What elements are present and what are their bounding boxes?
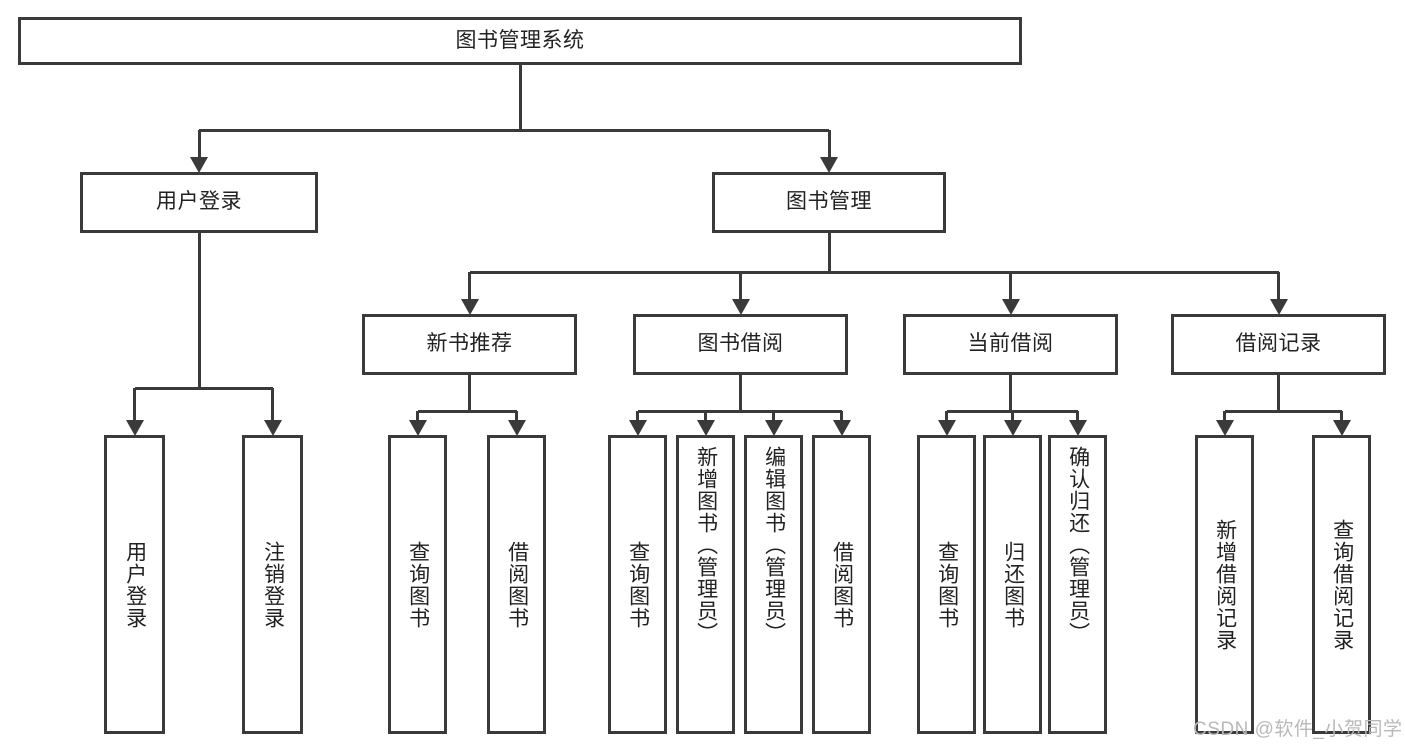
connector-trunk bbox=[1277, 375, 1280, 411]
connector-trunk bbox=[518, 65, 522, 130]
node-leaf-user-login[interactable]: 用户登录 bbox=[104, 435, 165, 734]
arrowhead-icon bbox=[937, 420, 956, 436]
arrowhead-icon bbox=[832, 420, 851, 436]
connector-branch bbox=[945, 411, 948, 421]
arrowhead-icon bbox=[731, 299, 750, 315]
arrowhead-icon bbox=[1003, 420, 1022, 436]
arrowhead-icon bbox=[1269, 299, 1288, 315]
node-label: 图书管理系统 bbox=[455, 28, 585, 52]
connector-bus bbox=[134, 386, 273, 390]
arrowhead-icon bbox=[460, 299, 479, 315]
node-leaf-edit-book-admin[interactable]: 编辑图书（管理员） bbox=[744, 435, 803, 734]
node-label: 注销登录 bbox=[261, 540, 285, 629]
connector-branch bbox=[636, 411, 639, 421]
connector-bus bbox=[469, 270, 1279, 274]
connector-branch bbox=[739, 272, 742, 300]
node-book-management[interactable]: 图书管理 bbox=[712, 172, 946, 233]
node-label: 新书推荐 bbox=[426, 332, 513, 356]
node-label: 用户登录 bbox=[156, 190, 242, 214]
connector-branch bbox=[1340, 411, 1343, 421]
connector-branch bbox=[772, 411, 775, 421]
node-leaf-query-book-current[interactable]: 查询图书 bbox=[917, 435, 976, 734]
node-label: 新增借阅记录 bbox=[1213, 518, 1237, 651]
node-leaf-return-book[interactable]: 归还图书 bbox=[983, 435, 1042, 734]
connector-branch bbox=[416, 411, 419, 421]
node-label: 图书管理 bbox=[786, 190, 872, 214]
connector-trunk bbox=[739, 375, 742, 411]
node-book-management-system[interactable]: 图书管理系统 bbox=[18, 17, 1022, 65]
arrowhead-icon bbox=[408, 420, 427, 436]
connector-bus bbox=[637, 409, 842, 413]
connector-bus bbox=[417, 409, 517, 413]
node-label: 当前借阅 bbox=[967, 332, 1054, 356]
connector-trunk bbox=[197, 233, 201, 388]
node-leaf-logout[interactable]: 注销登录 bbox=[242, 435, 303, 734]
node-leaf-borrow-book[interactable]: 借阅图书 bbox=[812, 435, 871, 734]
arrowhead-icon bbox=[125, 420, 144, 436]
node-label: 确认归还（管理员） bbox=[1066, 446, 1090, 644]
node-label: 查询借阅记录 bbox=[1330, 518, 1354, 651]
node-label: 借阅记录 bbox=[1235, 332, 1322, 356]
node-new-book-recommend[interactable]: 新书推荐 bbox=[362, 314, 577, 375]
node-label: 图书借阅 bbox=[697, 332, 784, 356]
node-label: 查询图书 bbox=[626, 540, 650, 629]
arrowhead-icon bbox=[820, 157, 838, 173]
node-label: 新增图书（管理员） bbox=[694, 446, 718, 644]
node-label: 查询图书 bbox=[406, 540, 430, 629]
connector-bus bbox=[1224, 409, 1342, 413]
node-book-borrow[interactable]: 图书借阅 bbox=[633, 314, 848, 375]
node-current-borrow[interactable]: 当前借阅 bbox=[903, 314, 1118, 375]
node-borrow-record[interactable]: 借阅记录 bbox=[1171, 314, 1386, 375]
connector-branch bbox=[271, 388, 274, 421]
node-label: 借阅图书 bbox=[830, 540, 854, 629]
connector-branch bbox=[704, 411, 707, 421]
arrowhead-icon bbox=[190, 157, 208, 173]
connector-branch bbox=[840, 411, 843, 421]
node-leaf-query-book-borrow[interactable]: 查询图书 bbox=[608, 435, 667, 734]
connector-branch bbox=[1076, 411, 1079, 421]
connector-branch bbox=[1009, 272, 1012, 300]
arrowhead-icon bbox=[507, 420, 526, 436]
node-leaf-query-book-recommend[interactable]: 查询图书 bbox=[388, 435, 447, 734]
connector-branch bbox=[1223, 411, 1226, 421]
node-label: 借阅图书 bbox=[505, 540, 529, 629]
node-leaf-query-borrow-record[interactable]: 查询借阅记录 bbox=[1312, 435, 1371, 734]
connector-branch bbox=[468, 272, 471, 300]
connector-branch bbox=[1277, 272, 1280, 300]
arrowhead-icon bbox=[764, 420, 783, 436]
node-leaf-borrow-book-recommend[interactable]: 借阅图书 bbox=[487, 435, 546, 734]
connector-branch bbox=[827, 130, 831, 158]
connector-trunk bbox=[468, 375, 471, 411]
connector-branch bbox=[515, 411, 518, 421]
connector-branch bbox=[197, 130, 201, 158]
csdn-watermark: CSDN @软件_小贺同学 bbox=[1193, 719, 1403, 740]
node-label: 用户登录 bbox=[123, 540, 147, 629]
node-label: 归还图书 bbox=[1001, 540, 1025, 629]
arrowhead-icon bbox=[628, 420, 647, 436]
node-leaf-add-borrow-record[interactable]: 新增借阅记录 bbox=[1195, 435, 1254, 734]
arrowhead-icon bbox=[1332, 420, 1351, 436]
connector-trunk bbox=[827, 233, 831, 272]
arrowhead-icon bbox=[263, 420, 282, 436]
connector-bus bbox=[199, 128, 829, 132]
node-user-login[interactable]: 用户登录 bbox=[80, 172, 318, 233]
node-leaf-confirm-return-admin[interactable]: 确认归还（管理员） bbox=[1048, 435, 1107, 734]
node-leaf-add-book-admin[interactable]: 新增图书（管理员） bbox=[676, 435, 735, 734]
connector-trunk bbox=[1009, 375, 1012, 411]
connector-branch bbox=[133, 388, 136, 421]
arrowhead-icon bbox=[1068, 420, 1087, 436]
node-label: 编辑图书（管理员） bbox=[762, 446, 786, 644]
node-label: 查询图书 bbox=[935, 540, 959, 629]
arrowhead-icon bbox=[1001, 299, 1020, 315]
arrowhead-icon bbox=[696, 420, 715, 436]
arrowhead-icon bbox=[1215, 420, 1234, 436]
connector-branch bbox=[1011, 411, 1014, 421]
